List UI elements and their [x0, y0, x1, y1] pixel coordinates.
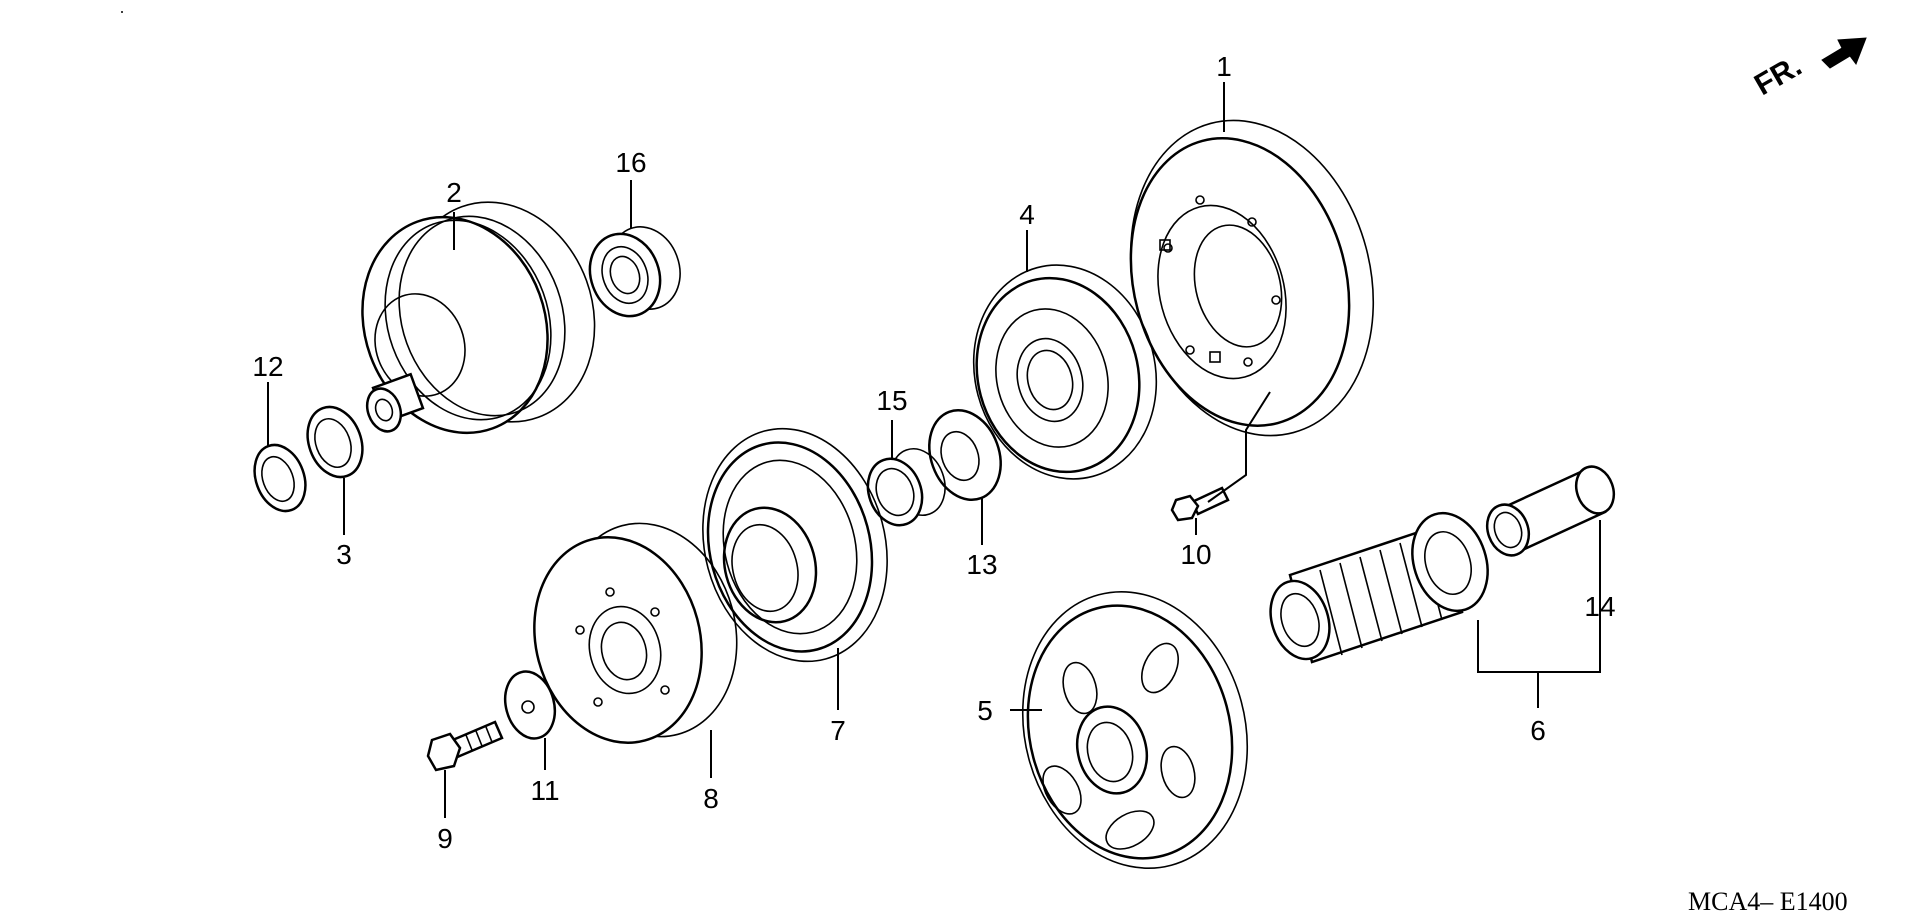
callout-16: 16	[615, 147, 646, 178]
callout-7: 7	[830, 715, 846, 746]
callout-3: 3	[336, 539, 352, 570]
part-6-splined-shaft	[1269, 511, 1489, 664]
part-15-needle-bearing	[866, 448, 946, 527]
part-13-spline-washer	[928, 408, 1002, 502]
part-1-large-gear	[1129, 119, 1375, 437]
diagram-code: MCA4– E1400	[1688, 887, 1848, 916]
callout-2: 2	[446, 177, 462, 208]
callout-4: 4	[1019, 199, 1035, 230]
callout-8: 8	[703, 783, 719, 814]
callout-6: 6	[1530, 715, 1546, 746]
part-7-sprocket-gear	[702, 427, 888, 663]
callout-1: 1	[1216, 51, 1232, 82]
callout-14: 14	[1584, 591, 1615, 622]
speck	[121, 11, 123, 13]
part-8-rotor	[533, 522, 738, 744]
part-5-spoked-gear	[1021, 591, 1249, 869]
callout-5: 5	[977, 695, 993, 726]
callout-13: 13	[966, 549, 997, 580]
part-2-clutch-drum	[361, 201, 596, 435]
callout-9: 9	[437, 823, 453, 854]
part-11-washer	[503, 670, 557, 740]
part-14-bushing	[1485, 465, 1616, 557]
direction-label: FR.	[1749, 49, 1807, 102]
front-direction-indicator: FR.	[1749, 37, 1867, 102]
callout-15: 15	[876, 385, 907, 416]
callout-11: 11	[530, 775, 559, 806]
arrow-up-right-icon	[1821, 37, 1867, 69]
part-16-ball-bearing	[588, 226, 681, 318]
callout-10: 10	[1180, 539, 1211, 570]
part-9-flange-bolt	[426, 720, 504, 772]
leader-lines	[267, 82, 1601, 818]
callout-12: 12	[252, 351, 283, 382]
callout-labels: 1 2 3 4 5 6 7 8 9 10 11 12 13 14 15 16	[252, 51, 1615, 854]
part-4-medium-gear	[972, 264, 1158, 480]
part-3-washer	[306, 405, 364, 479]
part-12-washer	[253, 443, 307, 513]
